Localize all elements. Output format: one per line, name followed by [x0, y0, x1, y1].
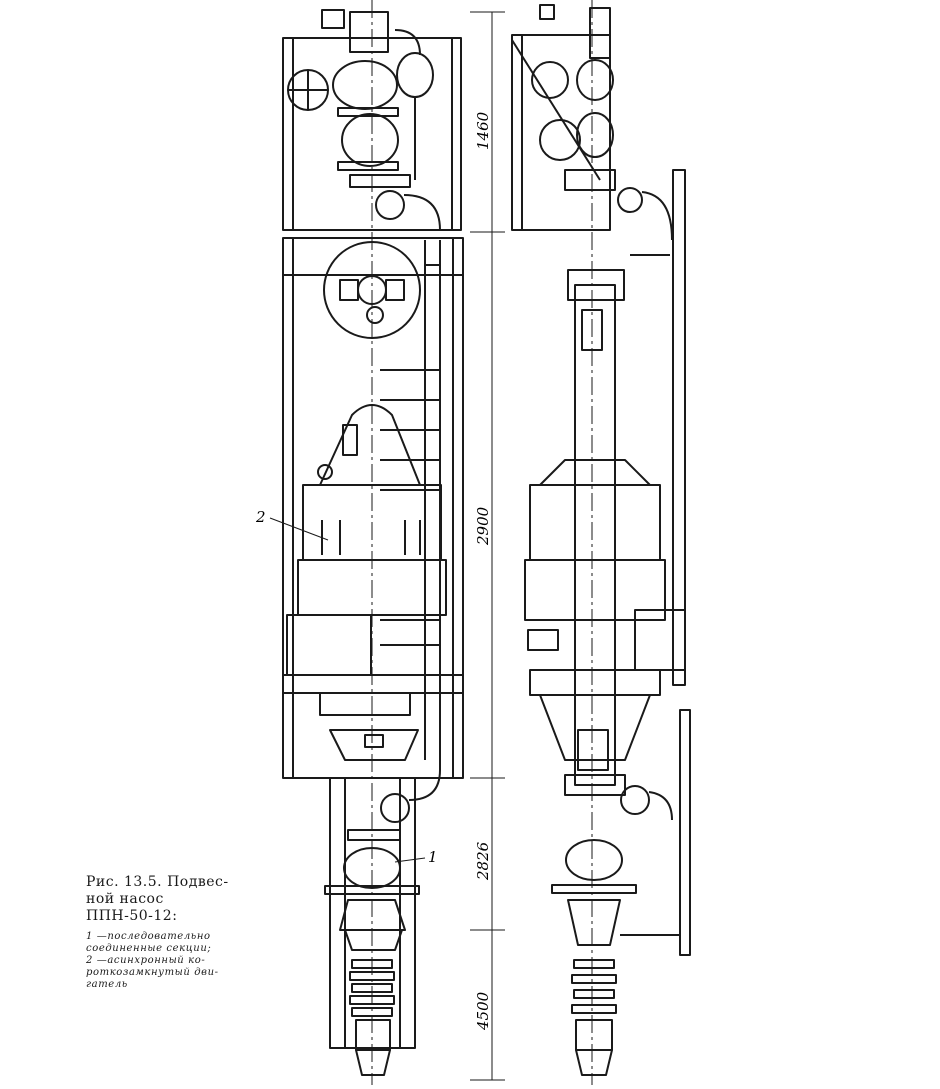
dim-label-motor-section: 2900 — [474, 506, 492, 546]
terminal-box — [286, 614, 372, 676]
valve-body-upper — [332, 60, 398, 110]
dim-label-pump-section: 2826 — [474, 841, 492, 881]
valve-body-lower — [341, 113, 399, 167]
caption-legend: 1 —последовательно соединенные секции; 2… — [86, 931, 266, 991]
dim-label-top: 1460 — [474, 111, 492, 150]
front-main-frame — [282, 237, 464, 779]
front-view — [282, 0, 464, 1085]
motor-hood — [319, 404, 421, 486]
callout-2-label: 2 — [255, 508, 266, 526]
caption-title-line: ППН-50-12: — [86, 908, 178, 924]
side-tie-rail — [672, 169, 686, 686]
column-pipe — [574, 284, 616, 786]
coupling-disc — [323, 241, 421, 339]
suction-strainer — [349, 959, 395, 1076]
caption-title: Рис. 13.5. Подвес- ной насос ППН-50-12: — [86, 874, 266, 925]
side-upper-frame — [511, 34, 611, 231]
figure-caption: Рис. 13.5. Подвес- ной насос ППН-50-12: … — [86, 874, 266, 991]
pump-stage-1 — [343, 847, 401, 889]
dimension-line — [470, 11, 505, 1081]
dim-label-bottom: 4500 — [474, 991, 492, 1031]
callout-2-leader — [269, 517, 329, 541]
side-motor-housing — [529, 484, 661, 561]
caption-title-line: Рис. 13.5. Подвес- — [86, 874, 229, 890]
side-view — [511, 0, 691, 1085]
legend-line: соединенные секции; — [86, 943, 212, 954]
pump-section-frame — [329, 777, 416, 1049]
legend-line: 2 —асинхронный ко- — [86, 955, 206, 966]
callout-1-leader — [394, 857, 426, 863]
legend-line: гатель — [86, 979, 128, 990]
callout-1-label: 1 — [428, 848, 438, 866]
legend-line: 1 —последовательно — [86, 931, 211, 942]
legend-line: роткозамкнутый дви- — [86, 967, 219, 978]
caption-title-line: ной насос — [86, 891, 164, 907]
